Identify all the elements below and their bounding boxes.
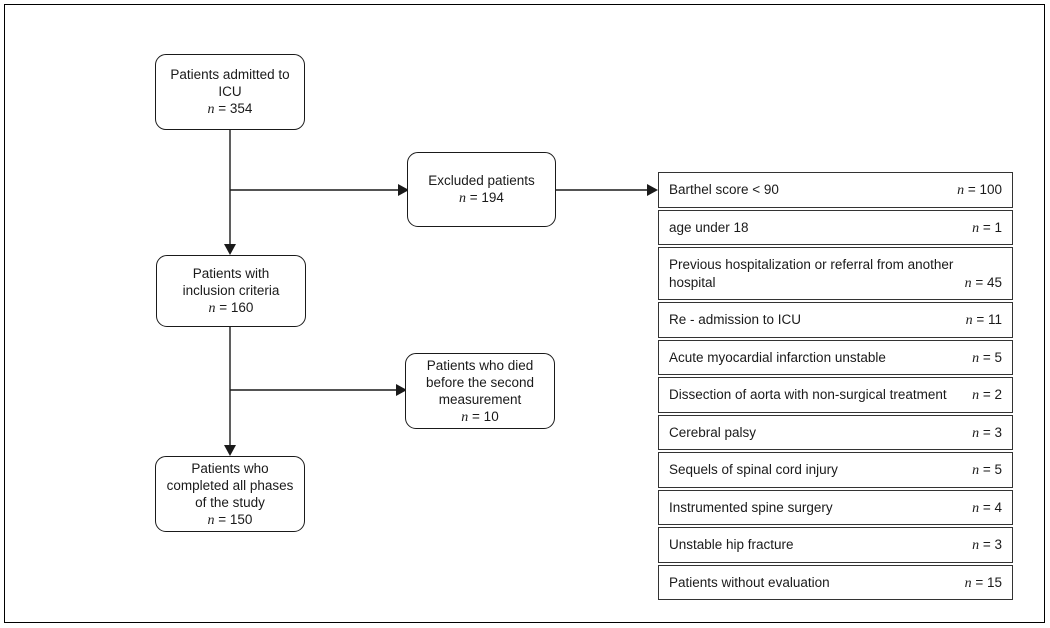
box-text-line: inclusion criteria [182,283,280,298]
row-label: Acute myocardial infarction unstable [669,349,886,365]
row-n-value: n = 100 [957,182,1002,198]
box-completed-study: Patients who completed all phases of the… [155,456,305,532]
exclusion-row-without-evaluation: n = 15 Patients without evaluation [658,564,1013,600]
exclusion-row-aorta-dissection: Dissection of aorta with non-surgical tr… [658,377,1013,413]
exclusion-row-readmission: n = 11 Re - admission to ICU [658,302,1013,338]
row-n-value: n = 11 [965,312,1002,328]
row-label: Patients without evaluation [669,574,830,590]
box-text-line: before the second [425,374,535,390]
box-text-line: of the study [195,494,265,510]
row-label: Unstable hip fracture [669,537,794,552]
row-label: Instrumented spine surgery [669,499,833,515]
row-n-value: n = 3 [972,424,1002,441]
exclusion-reasons-table: n = 100 Barthel score < 90 n = 1 age under… [658,172,1013,600]
row-label: Barthel score < 90 [669,182,779,197]
box-died-before-second: Patients who died before the second meas… [405,353,555,429]
box-n-value: n = 194 [459,190,504,206]
exclusion-row-myocardial-infarction: n = 5 Acute myocardial infarction unstabl… [658,339,1013,375]
box-n-value: n = 10 [461,408,499,425]
row-n-value: n = 5 [972,462,1002,478]
exclusion-row-age: n = 1 age under 18 [658,209,1013,245]
row-label: Dissection of aorta with non-surgical tr… [669,387,947,402]
box-text-line: completed all phases [166,477,294,493]
exclusion-row-hip-fracture: n = 3 Unstable hip fracture [658,527,1013,563]
row-label: Previous hospitalization or referral fro… [669,257,954,290]
exclusion-row-spinal-cord-injury: n = 5 Sequels of spinal cord injury [658,452,1013,488]
row-n-value: n = 3 [972,537,1002,553]
box-patients-admitted: Patients admitted to ICU n = 354 [155,54,305,130]
row-n-value: n = 4 [972,499,1002,516]
row-n-value: n = 45 [964,274,1002,291]
box-text-line: Excluded patients [428,173,535,188]
row-n-value: n = 15 [964,574,1002,591]
box-n-value: n = 354 [207,101,253,117]
exclusion-row-barthel: n = 100 Barthel score < 90 [658,172,1013,208]
box-n-value: n = 160 [208,300,254,316]
row-n-value: n = 1 [972,219,1002,236]
box-text-line: Patients who died [426,357,534,373]
row-label: age under 18 [669,219,749,235]
row-n-value: n = 5 [972,349,1002,366]
arrowhead-down-completed [224,445,236,456]
box-n-value: n = 150 [207,511,253,528]
exclusion-row-spine-surgery: n = 4 Instrumented spine surgery [658,489,1013,525]
box-excluded-patients: Excluded patients n = 194 [407,152,556,227]
row-n-value: n = 2 [972,387,1002,403]
box-text-line: Patients with [192,266,270,281]
box-text-line: Patients admitted to [170,67,290,82]
box-text-line: measurement [438,391,522,407]
box-inclusion-criteria: Patients with inclusion criteria n = 160 [156,255,306,327]
exclusion-row-previous-hospitalization: Previous hospitalization or referral fro… [658,247,1013,300]
exclusion-row-cerebral-palsy: n = 3 Cerebral palsy [658,414,1013,450]
arrowhead-down-inclusion [224,244,236,255]
row-label: Sequels of spinal cord injury [669,462,838,477]
arrowhead-right-reasons [647,184,658,196]
box-text-line: Patients who [191,460,269,476]
row-label: Re - admission to ICU [669,312,802,327]
row-label: Cerebral palsy [669,424,757,440]
box-text-line: ICU [218,84,242,99]
